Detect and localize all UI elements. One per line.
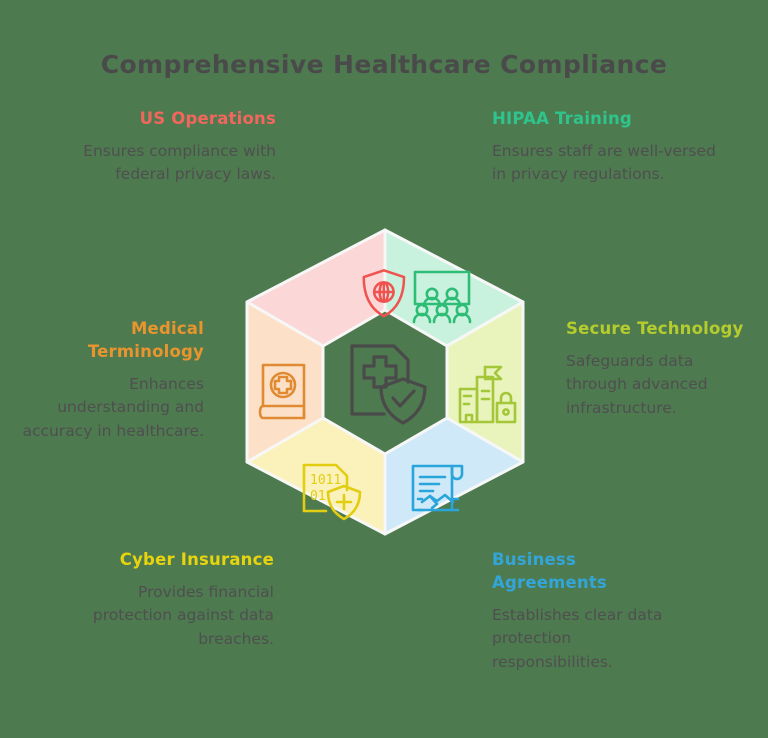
block-cyber-insurance: Cyber Insurance Provides financial prote… <box>92 549 274 651</box>
block-secure-technology: Secure Technology Safeguards data throug… <box>566 318 756 420</box>
svg-text:1011: 1011 <box>310 473 341 488</box>
heading-secure-technology: Secure Technology <box>566 319 744 338</box>
svg-text:01: 01 <box>310 489 326 504</box>
heading-hipaa-training: HIPAA Training <box>492 109 632 128</box>
block-us-operations: US Operations Ensures compliance with fe… <box>60 108 276 187</box>
block-medical-terminology: Medical Terminology Enhances understandi… <box>12 318 205 443</box>
binary-file-shield-icon: 1011 01 <box>302 463 362 521</box>
heading-business-agreements: Business Agreements <box>492 550 607 592</box>
contract-handshake-icon <box>411 464 464 512</box>
hexagon-diagram: 1011 01 <box>228 222 542 542</box>
body-us-operations: Ensures compliance with federal privacy … <box>83 141 276 184</box>
shield-globe-icon <box>362 269 406 318</box>
heading-us-operations: US Operations <box>139 109 276 128</box>
medical-document-shield-check-icon <box>350 344 427 425</box>
body-business-agreements: Establishes clear data protection respon… <box>492 605 663 671</box>
heading-medical-terminology: Medical Terminology <box>87 319 204 361</box>
buildings-lock-icon <box>458 365 517 424</box>
body-cyber-insurance: Provides financial protection against da… <box>92 582 274 648</box>
body-secure-technology: Safeguards data through advanced infrast… <box>566 351 708 417</box>
page-title: Comprehensive Healthcare Compliance <box>100 50 668 79</box>
body-medical-terminology: Enhances understanding and accuracy in h… <box>22 374 205 440</box>
medical-book-icon <box>258 363 306 420</box>
block-hipaa-training: HIPAA Training Ensures staff are well-ve… <box>492 108 716 187</box>
training-audience-icon <box>412 270 472 324</box>
body-hipaa-training: Ensures staff are well-versed in privacy… <box>492 141 716 184</box>
block-business-agreements: Business Agreements Establishes clear da… <box>492 549 692 674</box>
hex-segment-left[interactable] <box>245 300 325 464</box>
heading-cyber-insurance: Cyber Insurance <box>119 550 274 569</box>
